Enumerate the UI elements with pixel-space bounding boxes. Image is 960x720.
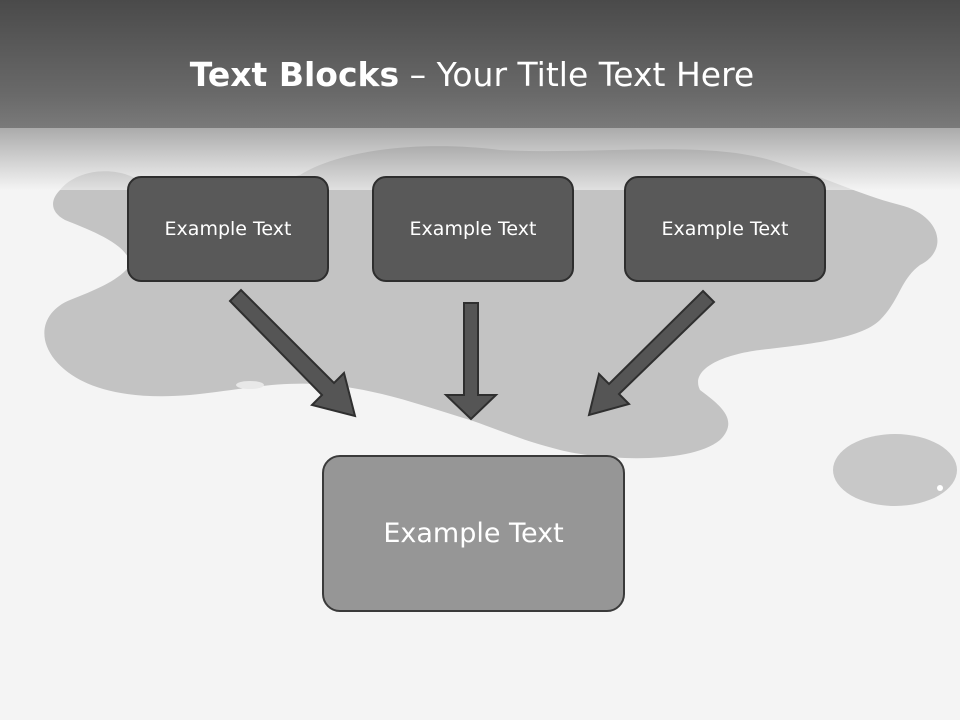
text-block-left[interactable]: Example Text (127, 176, 329, 282)
text-block-right-label: Example Text (661, 218, 789, 240)
puddle-drop (833, 434, 957, 506)
text-block-center[interactable]: Example Text (372, 176, 574, 282)
text-block-center-label: Example Text (409, 218, 537, 240)
page-title: Text Blocks – Your Title Text Here (0, 50, 944, 100)
text-block-left-label: Example Text (164, 218, 292, 240)
title-rest: – Your Title Text Here (399, 55, 755, 94)
text-block-right[interactable]: Example Text (624, 176, 826, 282)
title-bold: Text Blocks (189, 55, 400, 94)
text-block-bottom[interactable]: Example Text (322, 455, 625, 612)
text-block-bottom-label: Example Text (383, 518, 564, 549)
